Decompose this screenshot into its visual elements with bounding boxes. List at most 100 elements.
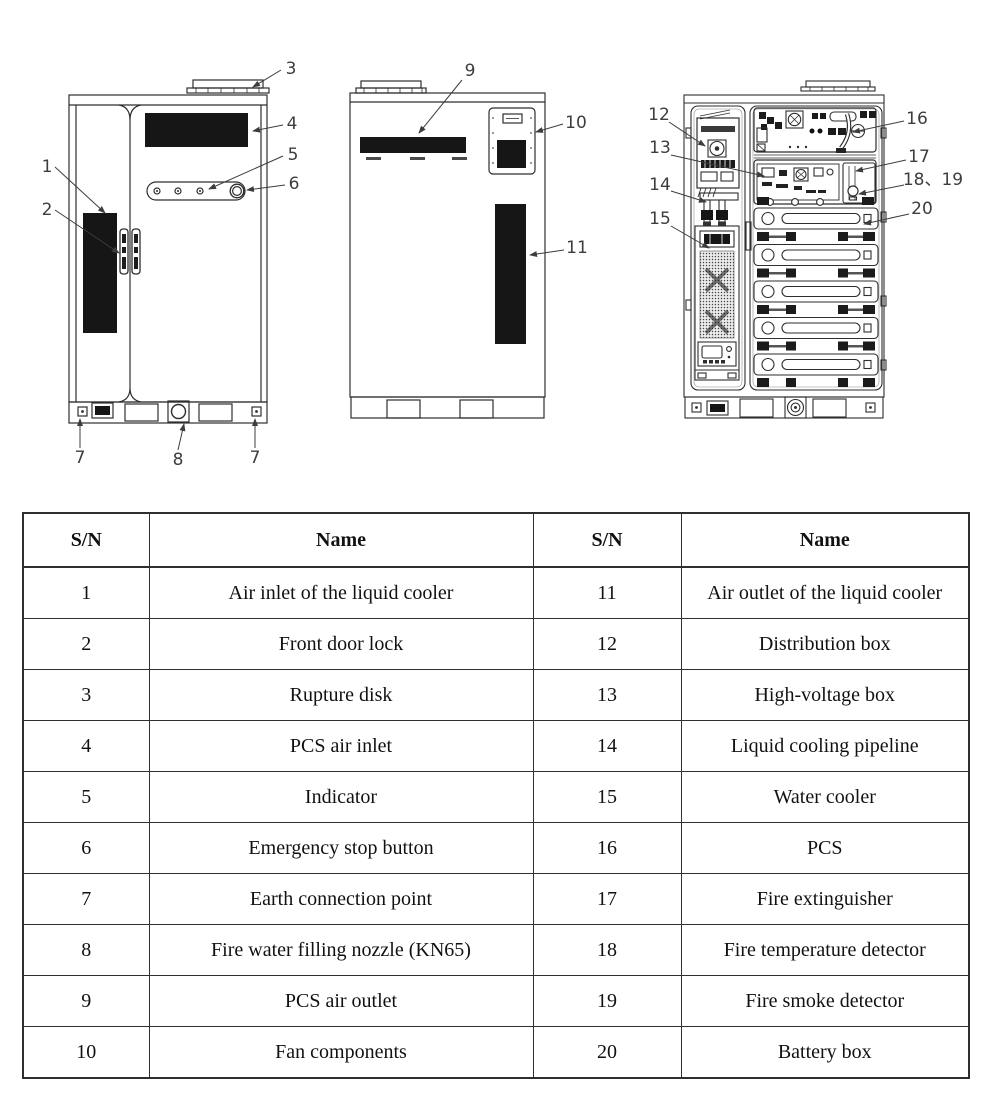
front-door-lock [119, 228, 141, 275]
sn-cell-right: 17 [532, 873, 682, 925]
name-cell-right: Water cooler [680, 771, 970, 823]
table-row: 10 Fan components 20 Battery box [22, 1026, 970, 1079]
name-cell-right: Fire smoke detector [680, 975, 970, 1027]
name-cell-left: PCS air inlet [148, 720, 534, 772]
liquid-cooler-air-outlet-vent [495, 204, 526, 344]
rupture-disk-side [355, 80, 427, 94]
sn-cell-right: 16 [532, 822, 682, 874]
table-row: 4 PCS air inlet 14 Liquid cooling pipeli… [22, 720, 970, 772]
sn-cell-right: 15 [532, 771, 682, 823]
component-table-header: S/N Name S/N Name [22, 512, 970, 568]
battery-box-row [753, 353, 879, 376]
callout-label: 7 [250, 448, 261, 468]
name-cell-left: Earth connection point [148, 873, 534, 925]
water-cooler [694, 225, 740, 381]
battery-busbar-row [757, 232, 875, 241]
right-bay [749, 105, 887, 391]
earth-connection-left [77, 406, 88, 417]
left-bay [685, 105, 752, 391]
callout-4: 4 [252, 114, 298, 134]
callout-label: 4 [287, 114, 298, 134]
name-cell-left: Front door lock [148, 618, 534, 670]
front-base [68, 400, 268, 424]
sn-cell-left: 3 [22, 669, 150, 721]
battery-box-row [753, 280, 879, 303]
name-cell-right: Liquid cooling pipeline [680, 720, 970, 772]
callout-3: 3 [252, 59, 297, 88]
callout-label: 17 [908, 147, 930, 167]
callout-18-19: 18、19 [858, 170, 963, 196]
battery-stack [753, 197, 879, 387]
table-row: 3 Rupture disk 13 High-voltage box [22, 669, 970, 721]
callout-label: 11 [566, 238, 588, 258]
callout-1: 1 [42, 157, 106, 214]
battery-busbar-row [757, 378, 875, 387]
sn-cell-left: 2 [22, 618, 150, 670]
pcs-air-outlet-vent [360, 137, 466, 153]
cabinet-diagrams-figure: 1 2 3 4 5 6 7 8 [42, 59, 964, 470]
sn-cell-left: 8 [22, 924, 150, 976]
name-cell-left: Fan components [148, 1026, 534, 1079]
battery-busbar-row [757, 268, 875, 278]
sn-cell-left: 5 [22, 771, 150, 823]
sn-cell-left: 4 [22, 720, 150, 772]
fire-water-nozzle [784, 396, 807, 419]
fire-detectors [847, 185, 859, 201]
callout-label: 13 [649, 138, 671, 158]
battery-busbar-row [757, 305, 875, 314]
table-row: 5 Indicator 15 Water cooler [22, 771, 970, 823]
header-name-left: Name [148, 512, 534, 568]
rupture-disk [186, 79, 270, 94]
internal-view [683, 80, 887, 419]
callout-14: 14 [649, 175, 707, 203]
callout-label: 1 [42, 157, 53, 177]
name-cell-left: Emergency stop button [148, 822, 534, 874]
callout-12: 12 [648, 105, 706, 147]
sn-cell-right: 20 [532, 1026, 682, 1079]
sn-cell-left: 1 [22, 566, 150, 619]
fire-water-nozzle [167, 400, 190, 423]
earth-connection-right [251, 406, 262, 417]
callout-16: 16 [852, 109, 928, 134]
callout-label: 12 [648, 105, 670, 125]
callout-label: 8 [173, 450, 184, 470]
callout-label: 3 [286, 59, 297, 79]
name-cell-left: PCS air outlet [148, 975, 534, 1027]
pcs-air-inlet-vent [145, 113, 248, 147]
internal-base [684, 396, 884, 419]
liquid-cooler-air-inlet-vent [83, 213, 117, 333]
high-voltage-box [753, 159, 877, 206]
callout-label: 6 [289, 174, 300, 194]
table-row: 2 Front door lock 12 Distribution box [22, 618, 970, 670]
front-view [68, 79, 270, 424]
sn-cell-right: 13 [532, 669, 682, 721]
name-cell-right: Distribution box [680, 618, 970, 670]
callout-10: 10 [535, 113, 587, 133]
sn-cell-left: 6 [22, 822, 150, 874]
callout-8: 8 [173, 423, 186, 470]
battery-box-row [753, 243, 879, 267]
header-name-right: Name [680, 512, 970, 568]
side-view [349, 80, 546, 419]
battery-box-row [753, 316, 879, 340]
rupture-disk-internal [800, 80, 876, 92]
sn-cell-right: 12 [532, 618, 682, 670]
callout-label: 20 [911, 199, 933, 219]
callout-9: 9 [418, 61, 475, 134]
component-table: S/N Name S/N Name 1 Air inlet of the liq… [22, 512, 970, 1079]
callout-15: 15 [649, 209, 710, 249]
callout-2: 2 [42, 200, 120, 254]
callout-13: 13 [649, 138, 765, 178]
name-cell-left: Indicator [148, 771, 534, 823]
liquid-cooling-pipeline [697, 187, 739, 226]
emergency-stop-button [229, 183, 245, 199]
sn-cell-right: 18 [532, 924, 682, 976]
name-cell-right: Fire extinguisher [680, 873, 970, 925]
name-cell-right: Battery box [680, 1026, 970, 1079]
header-row: S/N Name S/N Name [22, 512, 970, 568]
table-row: 6 Emergency stop button 16 PCS [22, 822, 970, 874]
header-sn-right: S/N [532, 512, 682, 568]
callout-20: 20 [863, 199, 933, 226]
callout-5: 5 [208, 145, 298, 190]
